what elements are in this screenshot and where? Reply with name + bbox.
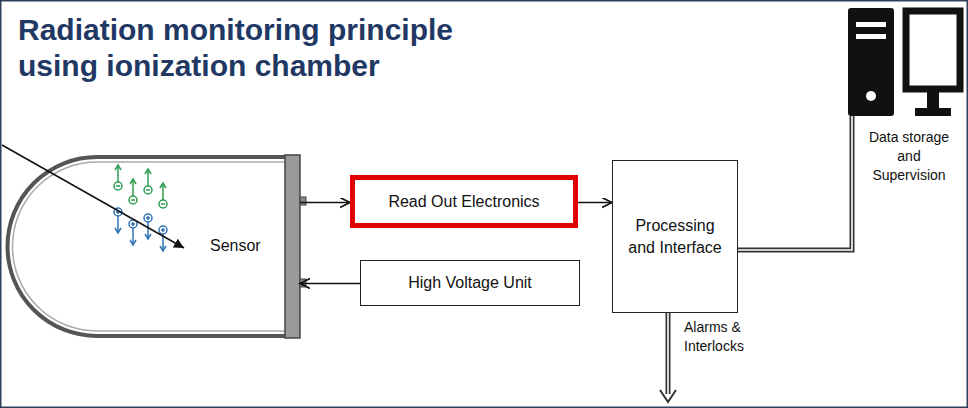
diagram-title: Radiation monitoring principle using ion… [18,12,488,84]
tower-slot [856,34,886,39]
connector-pin [300,197,306,205]
drawing-part [162,184,164,200]
hv-unit-box: High Voltage Unit [360,260,580,306]
drawing-part [132,222,134,226]
drawing-part [144,214,152,222]
double-line-outer [738,116,852,250]
drawing-part [160,246,166,251]
chamber-outline [8,157,290,336]
output-label: Alarms & Interlocks [684,318,756,356]
drawing-part [147,216,149,220]
ion-group [114,208,167,251]
readout-box: Read Out Electronics [350,175,578,228]
drawing-part [160,183,166,188]
electron-group [114,165,167,208]
processing-box: Processing and Interface [612,160,738,313]
double-line-inner [738,116,852,250]
drawing-part [115,165,121,170]
drawing-part [145,169,151,174]
signal-arrow [300,202,350,204]
drawing-part [117,166,119,182]
link-label: Data storage and Supervision [866,128,952,185]
drawing-part [162,228,164,232]
box-label: High Voltage Unit [408,272,532,294]
drawing-part [132,180,134,196]
box-label: Read Out Electronics [388,191,539,213]
drawing-part [145,234,151,239]
drawing-part [130,179,136,184]
double-arrow-outer [666,313,671,394]
drawing-part [131,199,135,201]
drawing-part [146,189,150,191]
box-label: Processing and Interface [625,215,725,259]
drawing-part [116,185,120,187]
drawing-part [115,228,121,233]
drawing-part [130,240,136,245]
sensor-chamber: Sensor [5,155,300,338]
tower-slot [856,22,886,27]
tower-button [866,91,876,101]
drawing-part [159,200,167,208]
computer-tower [848,8,894,116]
drawing-part [114,182,122,190]
signal-arrow [300,283,360,285]
sensor-label: Sensor [210,235,261,257]
double-arrow-head [660,390,676,402]
particle-track [2,145,184,248]
double-arrow-inner [667,313,669,394]
monitor-base [915,108,951,116]
drawing-part [147,222,149,238]
signal-arrow [578,202,612,204]
drawing-part [129,196,137,204]
drawing-part [117,216,119,232]
drawing-part [161,203,165,205]
monitor-stand [927,92,939,108]
drawing-part [147,170,149,186]
drawing-part [159,226,167,234]
drawing-part [132,228,134,244]
computer-monitor [906,11,960,89]
drawing-part [144,186,152,194]
chamber-inner-wall [12,162,288,331]
chamber-end-cap [285,155,300,338]
